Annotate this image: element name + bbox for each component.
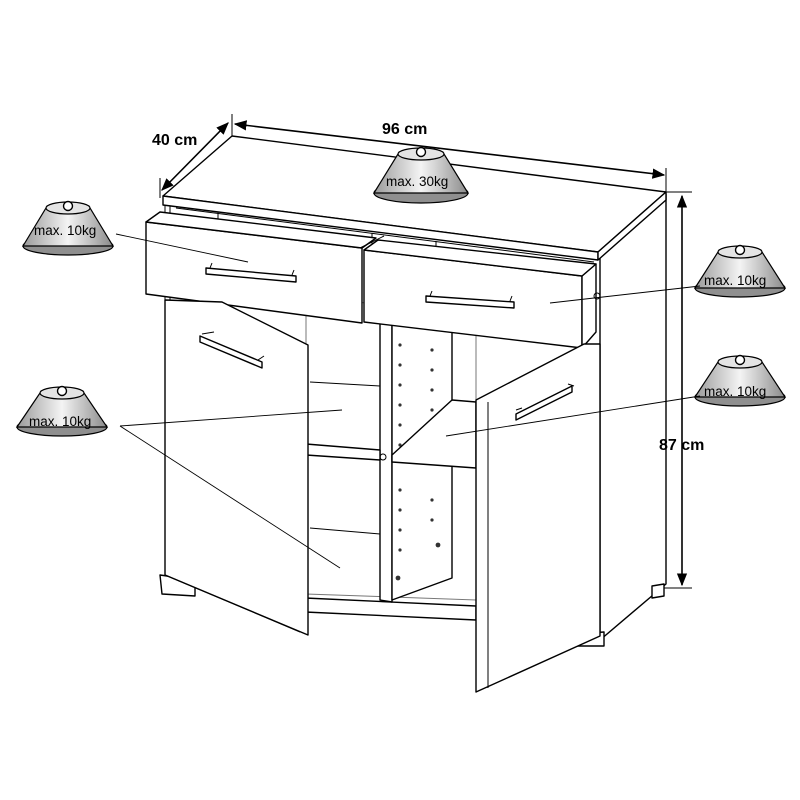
foot-back-right [651, 583, 665, 599]
weight-top-label: max. 30kg [386, 174, 448, 189]
drawer-right [363, 239, 601, 349]
weight-drawer-left: max. 10kg [21, 200, 115, 256]
center-knob [379, 453, 387, 461]
door-left [164, 299, 309, 636]
weight-drawer-left-label: max. 10kg [34, 223, 96, 238]
weight-drawer-left-ring-icon [62, 200, 74, 212]
width-label: 96 cm [382, 121, 427, 138]
weight-drawer-right: max. 10kg [693, 244, 787, 298]
shelf-holes [395, 343, 441, 581]
weight-shelf-left-label: max. 10kg [29, 414, 91, 429]
right-side-panel [599, 193, 667, 641]
drawer-left [145, 211, 385, 324]
weight-drawer-right-label: max. 10kg [704, 273, 766, 288]
door-left-handle [199, 331, 265, 369]
weight-shelf-left: max. 10kg [15, 385, 109, 437]
weight-top: max. 30kg [372, 146, 470, 204]
weight-shelf-right-label: max. 10kg [704, 384, 766, 399]
height-label: 87 cm [659, 437, 704, 454]
drawer-left-handle [205, 262, 297, 283]
door-right-handle [515, 383, 575, 421]
drawer-right-handle [425, 290, 515, 309]
depth-label: 40 cm [152, 132, 197, 149]
weight-top-ring-icon [415, 146, 427, 158]
weight-shelf-left-ring-icon [56, 385, 68, 397]
door-right [475, 343, 601, 693]
weight-drawer-right-ring-icon [734, 244, 746, 256]
weight-shelf-right-ring-icon [734, 354, 746, 366]
dimension-lines [159, 114, 692, 589]
depth-arrow [161, 122, 229, 191]
weight-shelf-right: max. 10kg [693, 354, 787, 407]
width-arrow [233, 120, 666, 179]
